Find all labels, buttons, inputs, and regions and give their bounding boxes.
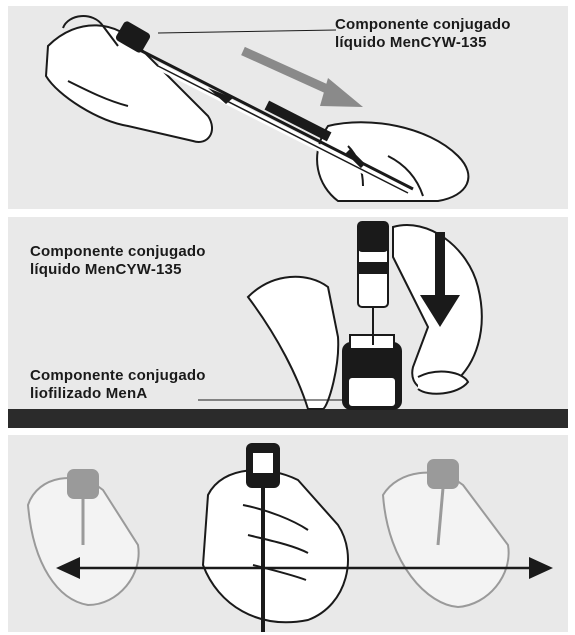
leader-line bbox=[158, 30, 336, 33]
step-3-illustration bbox=[8, 435, 568, 632]
hand-icon bbox=[203, 470, 348, 622]
table-surface bbox=[8, 409, 568, 428]
label-liquid-component: Componente conjugado líquido MenCYW-135 bbox=[335, 16, 511, 52]
syringe-icon bbox=[358, 222, 388, 345]
label-liquid-component: Componente conjugado líquido MenCYW-135 bbox=[30, 243, 206, 279]
arrow-icon bbox=[243, 51, 363, 107]
step-3-panel bbox=[8, 435, 568, 632]
vial-icon bbox=[343, 335, 401, 409]
label-lyophilized-component: Componente conjugado liofilizado MenA bbox=[30, 367, 206, 403]
step-1-panel: Componente conjugado líquido MenCYW-135 bbox=[8, 6, 568, 209]
step-2-panel: Componente conjugado líquido MenCYW-135 … bbox=[8, 217, 568, 428]
